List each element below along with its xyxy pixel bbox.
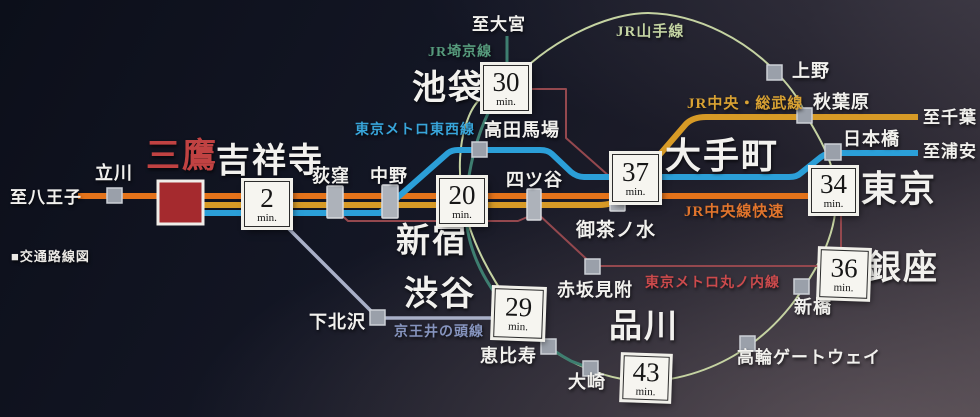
station-label-nihombashi: 日本橋 xyxy=(843,129,900,149)
time-badge-shinjuku-unit: min. xyxy=(452,208,472,221)
line-label-jr-saikyo: JR埼京線 xyxy=(428,45,493,60)
time-badge-shibuya: 29 min. xyxy=(493,288,544,339)
station-label-osaki: 大崎 xyxy=(568,372,606,392)
time-badge-ikebukuro-minutes: 30 xyxy=(492,66,520,97)
station-label-ueno: 上野 xyxy=(792,61,830,81)
station-label-kichijoji: 吉祥寺 xyxy=(216,143,324,180)
station-label-ochanomizu: 御茶ノ水 xyxy=(576,220,657,241)
station-marker-shimbashi xyxy=(793,278,810,295)
time-badge-ginza-unit: min. xyxy=(833,281,854,294)
line-label-tokyo-metro-tozai: 東京メトロ東西線 xyxy=(355,123,475,138)
destination-label-urayasu: 至浦安 xyxy=(923,142,977,161)
station-label-takanawa-gateway: 高輪ゲートウェイ xyxy=(737,348,881,367)
station-marker-ueno xyxy=(766,64,783,81)
station-label-ikebukuro: 池袋 xyxy=(412,70,484,107)
destination-label-hachioji: 至八王子 xyxy=(10,188,82,207)
line-label-jr-chuo-rapid: JR中央線快速 xyxy=(684,204,785,220)
station-label-ginza: 銀座 xyxy=(867,250,939,287)
station-marker-nakano xyxy=(381,184,399,219)
station-label-akihabara: 秋葉原 xyxy=(813,92,870,112)
station-label-yotsuya: 四ツ谷 xyxy=(506,170,563,190)
station-marker-ogikubo xyxy=(326,185,344,219)
time-badge-shibuya-unit: min. xyxy=(507,320,529,334)
time-badge-shinagawa-minutes: 43 xyxy=(632,356,661,387)
station-marker-akihabara xyxy=(796,107,813,124)
station-label-mitaka: 三鷹 xyxy=(146,138,218,175)
station-label-ogikubo: 荻窪 xyxy=(312,166,350,186)
marunouchi-ikebukuro-branch xyxy=(529,88,619,185)
time-badge-ikebukuro-unit: min. xyxy=(496,95,516,108)
time-badge-shinagawa: 43 min. xyxy=(622,355,670,401)
time-badge-ginza: 36 min. xyxy=(819,249,869,299)
station-marker-tachikawa xyxy=(106,187,123,204)
station-label-tachikawa: 立川 xyxy=(95,163,133,183)
station-label-otemachi: 大手町 xyxy=(665,136,780,176)
tokyo-metro-tozai-line xyxy=(203,147,918,216)
station-label-shinagawa: 品川 xyxy=(609,309,679,345)
line-label-jr-chuo-sobu: JR中央・総武線 xyxy=(687,96,804,112)
station-label-takadanobaba: 高田馬場 xyxy=(484,120,560,140)
time-badge-ginza-minutes: 36 xyxy=(830,252,859,283)
time-badge-tokyo-unit: min. xyxy=(823,198,844,210)
station-marker-takadanobaba xyxy=(471,141,488,158)
time-badge-kichijoji-minutes: 2 xyxy=(260,182,274,213)
time-badge-otemachi-minutes: 37 xyxy=(622,156,649,187)
time-badge-shinagawa-unit: min. xyxy=(635,385,656,398)
time-badge-shibuya-minutes: 29 xyxy=(504,291,533,323)
map-legend-title: ■交通路線図 xyxy=(11,249,90,264)
station-marker-nihombashi xyxy=(824,143,842,161)
station-marker-shimokitazawa xyxy=(369,309,386,326)
station-label-shinjuku: 新宿 xyxy=(396,223,468,260)
destination-label-omiya: 至大宮 xyxy=(472,15,526,34)
destination-label-chiba: 至千葉 xyxy=(923,108,977,127)
line-label-jr-yamanote: JR山手線 xyxy=(616,24,685,40)
station-label-akasakamitsuke: 赤坂見附 xyxy=(557,280,633,300)
station-label-shibuya: 渋谷 xyxy=(404,276,476,313)
station-marker-takanawa-gateway xyxy=(739,335,756,352)
line-label-tokyo-metro-marunouchi: 東京メトロ丸ノ内線 xyxy=(645,276,780,291)
time-badge-shinjuku: 20 min. xyxy=(439,178,485,224)
station-marker-osaki xyxy=(582,360,599,377)
line-label-keio-inokashira: 京王井の頭線 xyxy=(394,325,484,340)
time-badge-shinjuku-minutes: 20 xyxy=(448,179,476,210)
time-badge-tokyo: 34 min. xyxy=(811,168,856,213)
time-badge-kichijoji-unit: min. xyxy=(257,211,277,224)
time-badge-otemachi-unit: min. xyxy=(625,185,646,198)
station-label-shimokitazawa: 下北沢 xyxy=(309,312,366,332)
station-label-nakano: 中野 xyxy=(370,166,408,186)
station-label-tokyo: 東京 xyxy=(861,169,938,209)
time-badge-kichijoji: 2 min. xyxy=(244,181,290,227)
time-badge-tokyo-minutes: 34 xyxy=(820,169,847,199)
station-marker-ebisu xyxy=(540,338,557,355)
time-badge-ikebukuro: 30 min. xyxy=(483,65,529,111)
station-marker-mitaka xyxy=(156,179,205,226)
station-label-shimbashi: 新橋 xyxy=(794,297,832,317)
time-badge-otemachi: 37 min. xyxy=(612,154,659,202)
station-marker-akasakamitsuke xyxy=(584,258,601,275)
station-label-ebisu: 恵比寿 xyxy=(480,346,537,366)
station-marker-yotsuya xyxy=(526,188,542,221)
